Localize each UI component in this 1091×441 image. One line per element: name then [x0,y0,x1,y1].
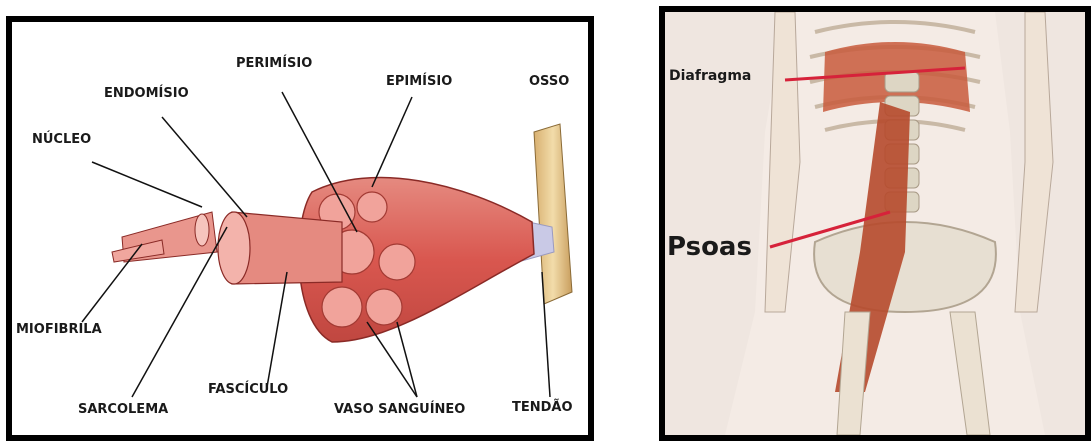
label-perimisio: PERIMÍSIO [236,56,312,71]
label-sarcolema: SARCOLEMA [78,402,168,417]
label-osso: OSSO [529,74,569,89]
label-nucleo: NÚCLEO [32,132,91,147]
muscle-illustration [12,22,588,435]
label-tendao: TENDÃO [512,400,573,415]
label-vaso-sanguineo: VASO SANGUÍNEO [334,402,465,417]
muscle-structure-diagram: PERIMÍSIO EPIMÍSIO OSSO ENDOMÍSIO NÚCLEO… [6,16,594,441]
right-arm [1015,12,1053,312]
label-epimisio: EPIMÍSIO [386,74,452,89]
fiber-end [195,214,209,246]
psoas-anatomy-diagram: Diafragma Psoas [659,6,1091,441]
label-miofibrila: MIOFIBRILA [16,322,102,337]
label-psoas: Psoas [667,232,752,262]
fascicle-end [218,212,250,284]
label-fasciculo: FASCÍCULO [208,382,288,397]
bone-shape [534,124,572,304]
label-endomisio: ENDOMÍSIO [104,86,189,101]
label-diafragma: Diafragma [669,68,751,84]
